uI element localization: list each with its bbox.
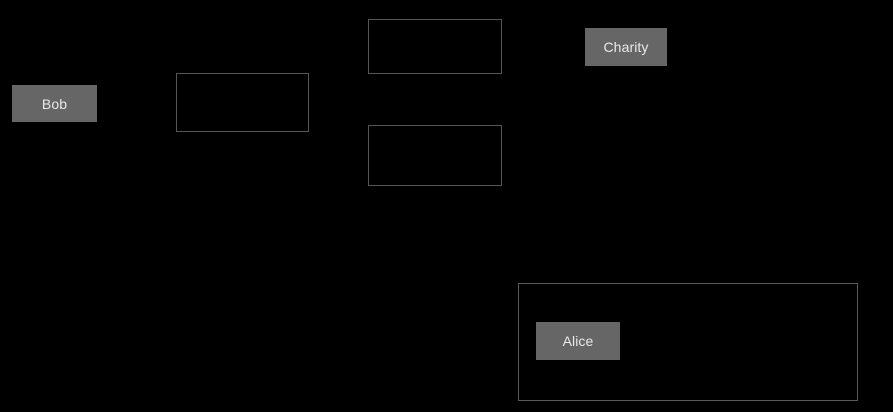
node-charity[interactable]: Charity <box>585 28 667 66</box>
panel-top[interactable] <box>368 19 502 74</box>
node-alice[interactable]: Alice <box>536 322 620 360</box>
panel-bottom[interactable] <box>368 125 502 186</box>
node-bob[interactable]: Bob <box>12 85 97 122</box>
panel-left[interactable] <box>176 73 309 132</box>
node-alice-label: Alice <box>562 333 594 349</box>
node-bob-label: Bob <box>41 95 68 112</box>
node-charity-label: Charity <box>603 39 649 55</box>
